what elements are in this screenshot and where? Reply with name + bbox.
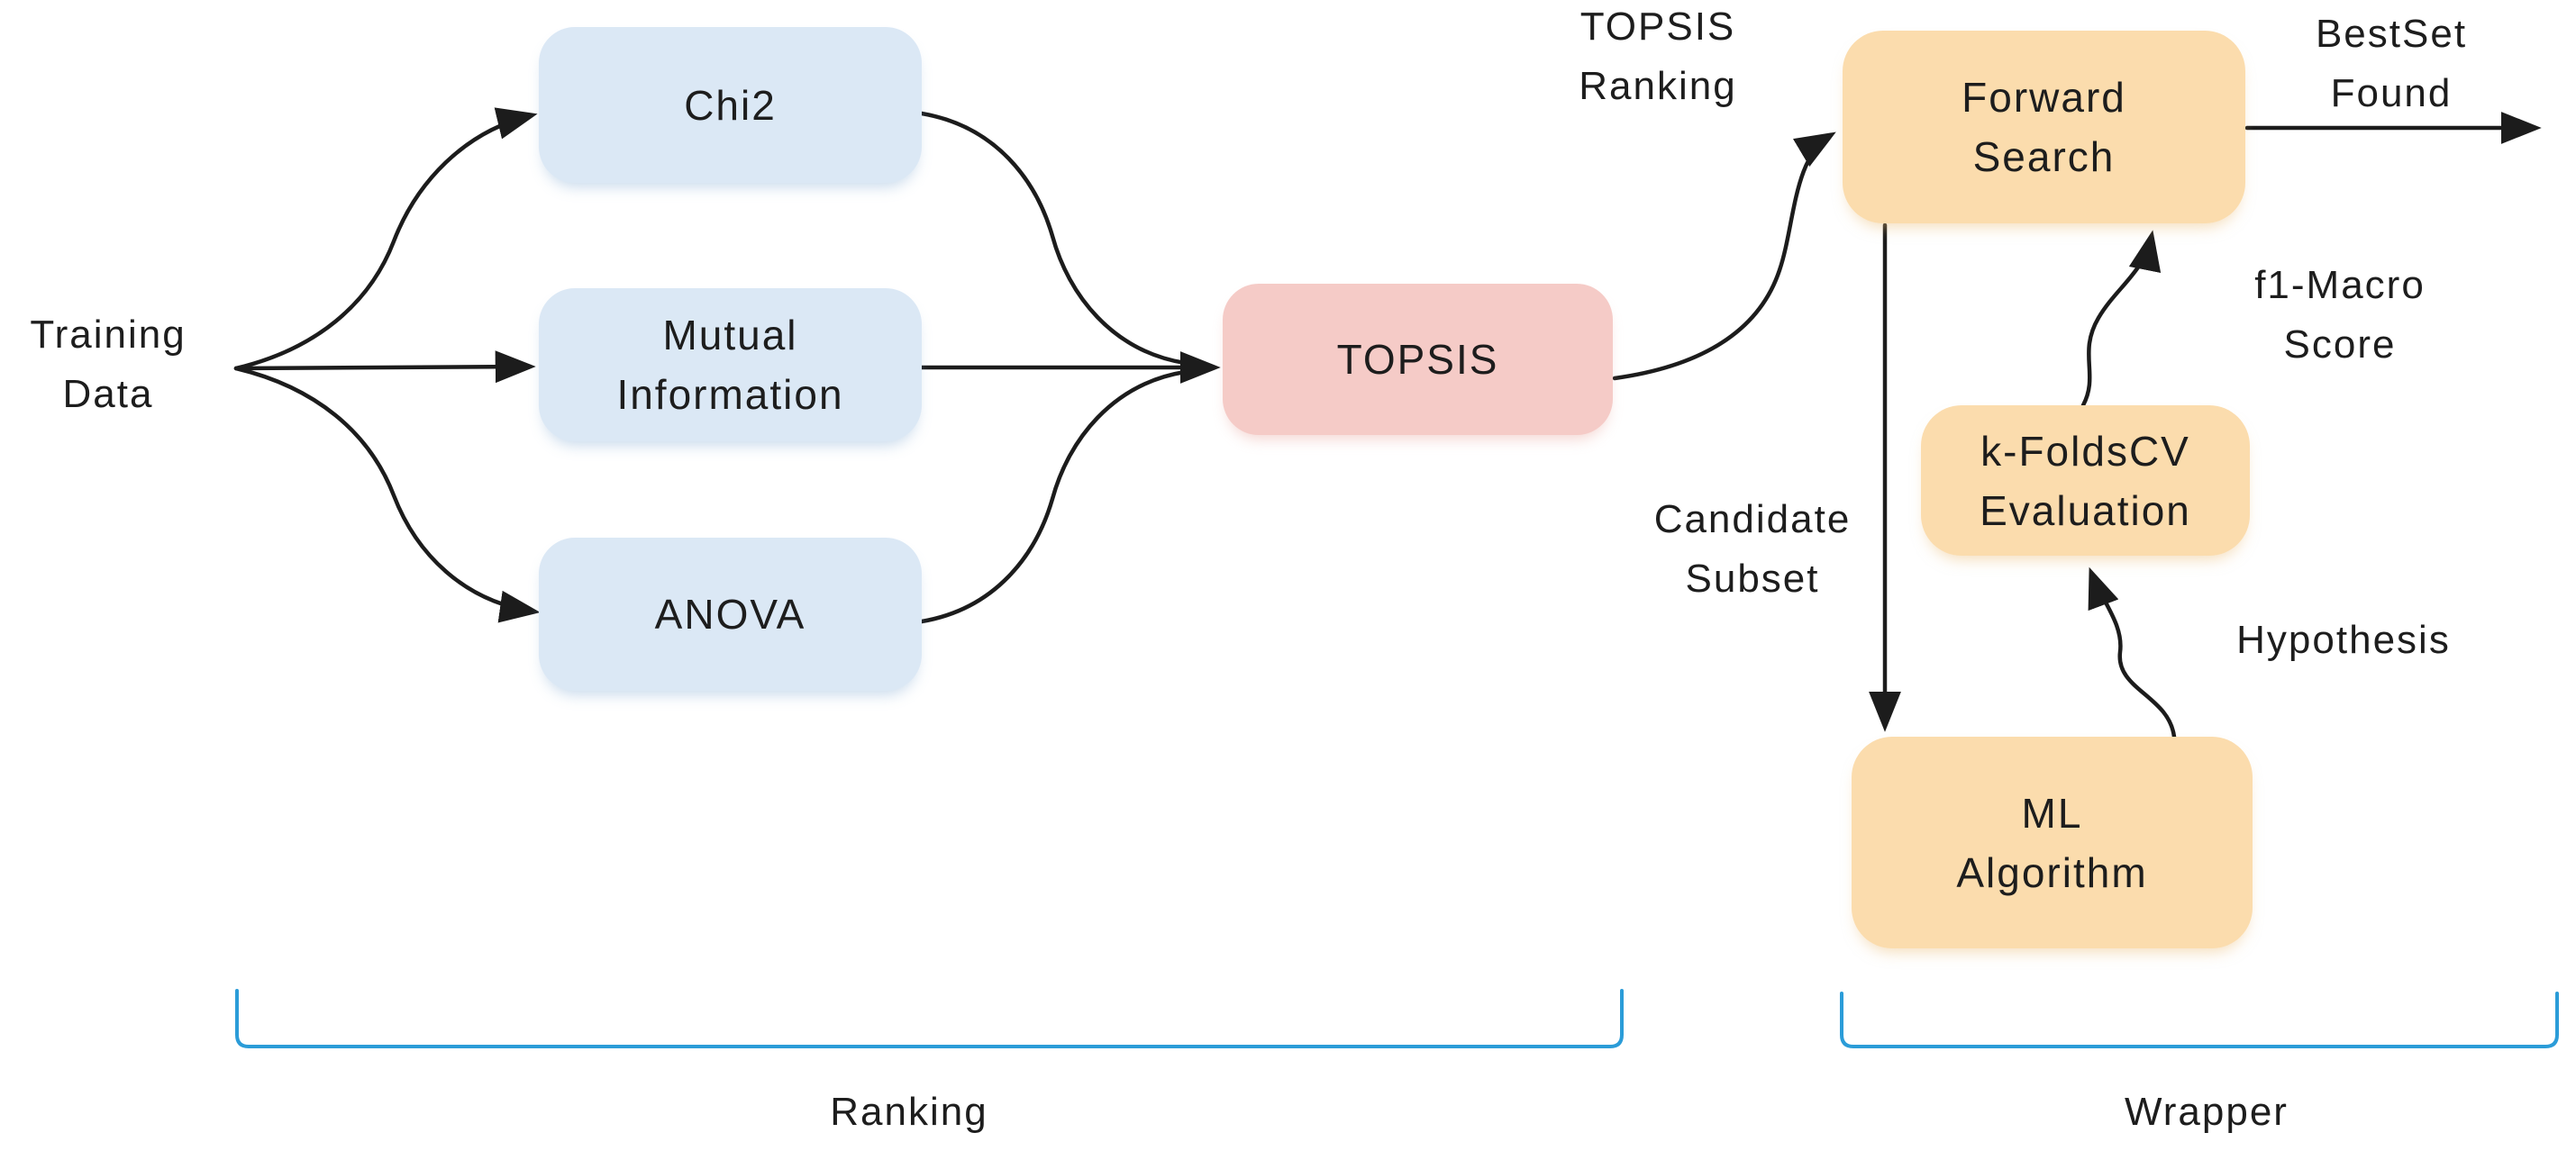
label-wrapper-group: Wrapper [2071, 1083, 2342, 1142]
node-anova: ANOVA [539, 538, 922, 691]
label-ranking-group: Ranking [774, 1083, 1044, 1142]
label-f1-macro-score-line2: Score [2283, 322, 2397, 367]
arrow-topsis-to-forward-search [1612, 131, 1836, 381]
label-bestset-found-line2: Found [2330, 71, 2453, 115]
node-chi2-label: Chi2 [684, 81, 777, 129]
wrapper-group-bracket [1840, 992, 2559, 1048]
node-mutual-information: Mutual Information [539, 288, 922, 441]
label-hypothesis-text: Hypothesis [2236, 618, 2451, 662]
label-topsis-ranking-line1: TOPSIS [1579, 5, 1736, 49]
node-topsis: TOPSIS [1223, 284, 1613, 435]
label-topsis-ranking-line2: Ranking [1579, 64, 1737, 108]
node-kfolds-cv-evaluation: k-FoldsCV Evaluation [1921, 405, 2250, 556]
arrow-ml-algorithm-to-kfolds [2088, 566, 2177, 739]
label-f1-macro-score-line1: f1-Macro [2254, 263, 2426, 307]
node-ml-algorithm-line2: Algorithm [1956, 848, 2148, 896]
label-training-data-line2: Data [62, 372, 154, 416]
label-wrapper-group-text: Wrapper [2125, 1090, 2289, 1134]
label-bestset-found-line1: BestSet [2315, 12, 2468, 56]
label-training-data: Training Data [0, 305, 243, 424]
label-training-data-line1: Training [30, 313, 187, 357]
node-mutual-information-line1: Mutual [662, 312, 798, 358]
label-candidate-subset: Candidate Subset [1617, 490, 1888, 609]
node-kfolds-cv-evaluation-line2: Evaluation [1980, 486, 2191, 534]
label-candidate-subset-line2: Subset [1685, 557, 1820, 601]
node-forward-search: Forward Search [1843, 31, 2245, 223]
label-candidate-subset-line1: Candidate [1653, 497, 1852, 541]
curve-chi2-to-topsis [919, 111, 1188, 366]
label-ranking-group-text: Ranking [830, 1090, 988, 1134]
node-ml-algorithm-line1: ML [2021, 789, 2083, 837]
node-mutual-information-line2: Information [616, 371, 844, 418]
label-topsis-ranking: TOPSIS Ranking [1523, 0, 1793, 116]
node-ml-algorithm: ML Algorithm [1852, 737, 2253, 948]
node-chi2: Chi2 [539, 27, 922, 183]
node-forward-search-line2: Search [1972, 133, 2116, 180]
node-topsis-label: TOPSIS [1336, 336, 1499, 383]
node-kfolds-cv-evaluation-line1: k-FoldsCV [1980, 427, 2190, 475]
arrow-training-to-chi2 [233, 107, 538, 371]
curve-anova-to-topsis [919, 369, 1188, 624]
node-anova-label: ANOVA [654, 591, 806, 638]
node-forward-search-line1: Forward [1962, 74, 2126, 121]
arrow-training-to-mutual [233, 350, 536, 384]
ranking-group-bracket [235, 989, 1624, 1048]
label-hypothesis: Hypothesis [2208, 611, 2479, 670]
arrow-training-to-anova [233, 366, 541, 623]
arrow-kfolds-to-forward-search [2080, 230, 2162, 408]
label-f1-macro-score: f1-Macro Score [2205, 256, 2475, 375]
label-bestset-found: BestSet Found [2256, 5, 2526, 123]
